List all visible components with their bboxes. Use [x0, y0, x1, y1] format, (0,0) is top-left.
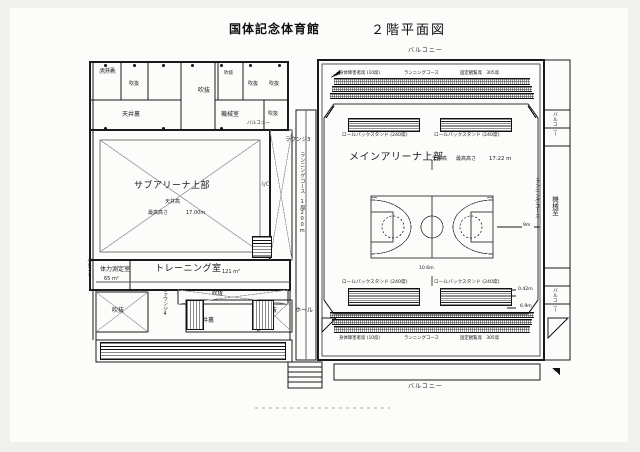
balcony-label-bottom: バルコニー [408, 383, 443, 390]
rollback-stand-label-3: ロールバックスタンド (240席) [342, 280, 408, 285]
rollback-stand-label-4: ロールバックスタンド (240席) [434, 280, 500, 285]
fixed-seats-bottom: 固定観覧席 305席 [460, 336, 500, 341]
scan-edge-left [0, 0, 10, 452]
room-label-void-3: 吹抜 [248, 81, 259, 87]
grid-dot [278, 64, 281, 67]
scan-edge-right [628, 0, 640, 452]
seating-band-top-inner [332, 86, 532, 92]
rollback-stand-top-left [348, 118, 420, 132]
room-label-hall: ホール [295, 307, 314, 314]
room-label-attic-2: 天井裏 [122, 111, 141, 118]
page-title: 国体記念体育館 [229, 22, 321, 36]
grid-dot [249, 64, 252, 67]
seating-band-bottom-inner2 [330, 312, 534, 318]
grid-dot [162, 127, 165, 130]
stair-left-right [252, 300, 274, 330]
main-arena-ceiling-label: 天井高 [432, 156, 448, 162]
training-room-area: 121 m² [222, 269, 241, 275]
room-label-void-7: 吹抜 [112, 307, 125, 314]
room-label-machine-room: 機械室 [221, 111, 240, 118]
machine-room-label-right: 機械室 [550, 196, 559, 216]
main-arena-title: メインアリーナ上部 [349, 152, 444, 163]
ic-label: I/C [262, 181, 270, 188]
seating-band-top-inner2 [330, 93, 534, 99]
room-label-attic-3: 天井裏 [196, 317, 215, 324]
fixed-seats-top: 固定観覧席 305席 [460, 71, 500, 76]
running-course-top: ランニングコース [404, 71, 439, 76]
rollback-stand-bottom-right [440, 288, 512, 306]
accessible-seats-bottom: 身体障害者席 (10席) [339, 336, 381, 341]
grid-dot [191, 64, 194, 67]
running-course-label-right: ランニングコース [534, 178, 540, 218]
seating-band-bottom-inner [332, 319, 532, 325]
scan-edge-top [0, 0, 640, 8]
grid-dot [104, 127, 107, 130]
running-course-label-center: ランニングコース 1周200m [299, 152, 306, 234]
room-label-void-8: 吹抜 [212, 291, 224, 297]
dimension-depth: 6.9m [520, 304, 532, 309]
rollback-stand-top-right [440, 118, 512, 132]
seating-band-top-outer [334, 78, 530, 85]
room-label-void-1: 吹抜 [129, 81, 140, 87]
grid-dot [220, 127, 223, 130]
court-dimension-9m: 9m [523, 223, 531, 228]
dimension-step: 0.42m [518, 287, 533, 292]
balcony-label-right-top: バルコニー [551, 112, 557, 136]
fitness-room-label: 体力測定室 [100, 266, 131, 273]
training-room-label: トレーニング室 [155, 264, 222, 274]
grid-dot [162, 64, 165, 67]
accessible-seats-top: 身体障害者席 (10席) [339, 71, 381, 76]
bottom-stair-slab [100, 342, 286, 360]
room-label-void-4: 吹抜 [269, 81, 280, 87]
lounge3-label: ラウンジ3 [285, 137, 311, 143]
room-label-void-6: 吹抜 [198, 87, 211, 94]
main-arena-height-label: 最高高さ [456, 156, 477, 162]
seating-band-bottom-outer [334, 326, 530, 333]
sub-arena-title: サブアリーナ上部 [134, 181, 211, 191]
lounge4-label: ラウンジ4 [162, 291, 168, 317]
rollback-stand-label-2: ロールバックスタンド (240席) [434, 133, 500, 138]
rollback-stand-label-1: ロールバックスタンド (240席) [342, 133, 408, 138]
room-label-void-5: 吹抜 [268, 111, 279, 117]
room-label-attic-1: 天井裏 [99, 68, 117, 74]
grid-dot [133, 64, 136, 67]
stair-connector [252, 236, 272, 258]
grid-dot [220, 64, 223, 67]
connector-balcony-label: バルコニー [247, 121, 270, 126]
fitness-room-area: 65 m² [104, 276, 119, 282]
grid-dot [104, 64, 107, 67]
page-subtitle: ２階平面図 [371, 23, 447, 38]
dimension-span: 10.6m [419, 266, 434, 271]
rollback-stand-bottom-left [348, 288, 420, 306]
balcony-label-left: バルコニー [86, 258, 92, 281]
running-course-bottom: ランニングコース [404, 336, 439, 341]
room-label-void-2: 吹抜 [224, 71, 234, 76]
stair-left-mid [186, 300, 204, 330]
sub-arena-ceiling-label: 天井高 [165, 199, 181, 205]
sub-arena-height-label: 最高高さ [148, 210, 169, 216]
balcony-label-right-bottom: バルコニー [551, 288, 557, 312]
main-arena-height-value: 17.22 m [489, 156, 512, 162]
scan-edge-bottom [0, 442, 640, 452]
sub-arena-height-value: 17.00m [186, 210, 206, 216]
balcony-label-top: バルコニー [408, 47, 443, 54]
